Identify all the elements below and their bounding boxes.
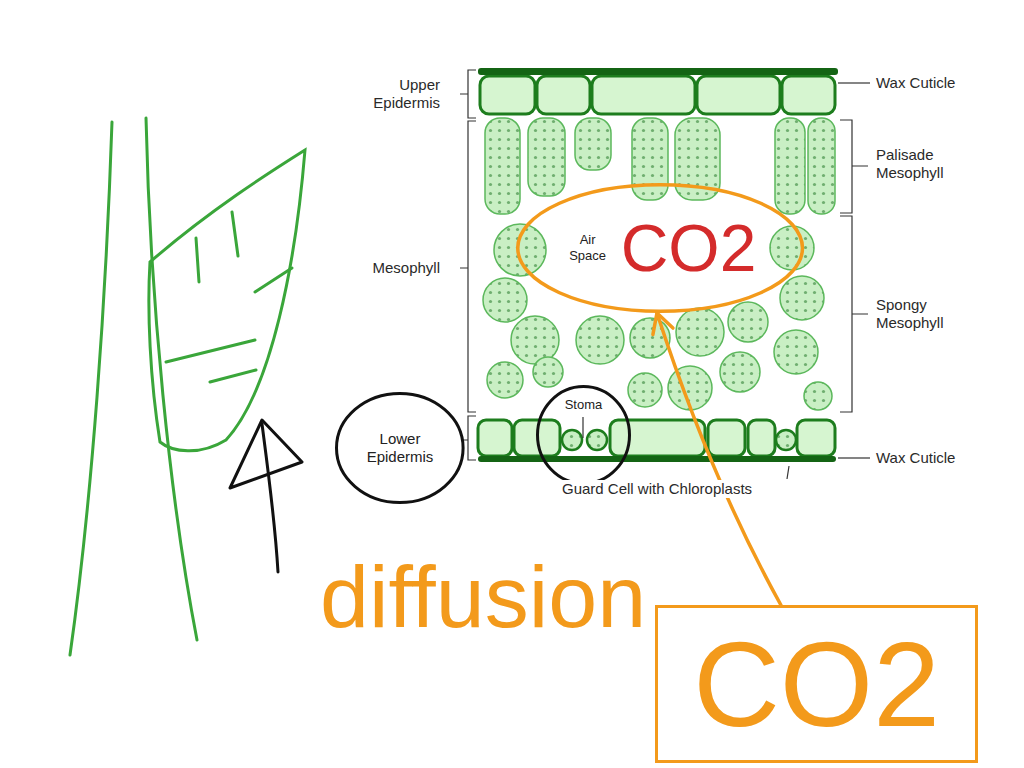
plant-sketch xyxy=(232,212,238,256)
palisade-cells xyxy=(575,118,611,170)
plant-sketch xyxy=(210,370,256,382)
gas-label: CO2 xyxy=(693,618,940,750)
part-label: Wax Cuticle xyxy=(876,74,955,92)
part-label: Lower Epidermis xyxy=(360,430,440,466)
guard-cells xyxy=(776,430,796,450)
node-content: Lower Epidermis xyxy=(335,392,465,504)
brackets xyxy=(460,70,476,118)
palisade-cells xyxy=(775,118,805,214)
brackets xyxy=(840,216,868,412)
region-label: Air Space xyxy=(565,232,611,263)
lower-epidermis xyxy=(478,420,835,456)
spongy-cells xyxy=(804,382,832,410)
spongy-cells xyxy=(780,276,824,320)
pointer-arrow xyxy=(230,420,302,572)
spongy-cells xyxy=(576,316,624,364)
brackets xyxy=(460,70,870,460)
guard-cells xyxy=(562,430,796,450)
upper-epidermis xyxy=(592,76,695,114)
gas-box: CO2 xyxy=(655,605,978,763)
palisade-cells xyxy=(808,118,835,214)
node-outline xyxy=(337,394,464,503)
upper-epidermis xyxy=(697,76,780,114)
palisade-cells xyxy=(632,118,668,200)
wax-cuticle xyxy=(478,456,836,462)
brackets xyxy=(840,120,868,213)
brackets xyxy=(460,121,476,412)
spongy-cells xyxy=(487,362,523,398)
upper-epidermis xyxy=(782,76,835,114)
node-outline xyxy=(518,185,803,312)
plant-sketch xyxy=(255,268,292,292)
part-label: Wax Cuticle xyxy=(876,449,955,467)
plant-sketch xyxy=(70,122,112,655)
spongy-cells xyxy=(494,224,546,276)
pointer-arrow xyxy=(262,424,278,572)
wax-cuticle xyxy=(478,68,838,75)
plant-sketch xyxy=(166,340,255,362)
stoma-circle: Stoma xyxy=(536,385,631,485)
part-label: Stoma xyxy=(565,397,603,413)
plant-sketch xyxy=(149,150,305,451)
palisade-cells xyxy=(528,118,565,196)
part-label: Upper Epidermis xyxy=(360,76,440,112)
palisade-cells xyxy=(485,118,835,214)
plant-sketch xyxy=(70,118,305,655)
part-label: Palisade Mesophyll xyxy=(876,146,971,182)
lower-epidermis xyxy=(748,420,775,456)
spongy-cells xyxy=(676,308,724,356)
guard-cells xyxy=(587,430,607,450)
diffusion-arrow xyxy=(653,313,781,605)
upper-epidermis xyxy=(537,76,590,114)
lower-epidermis xyxy=(478,420,512,456)
leader-lines xyxy=(787,466,789,479)
spongy-cells xyxy=(533,357,563,387)
lower-epidermis xyxy=(708,420,745,456)
epidermis-circle: Lower Epidermis xyxy=(335,392,465,504)
brackets xyxy=(838,82,870,83)
part-label: Spongy Mesophyll xyxy=(876,296,971,332)
spongy-cells xyxy=(728,302,768,342)
spongy-cells xyxy=(628,373,662,407)
lower-epidermis xyxy=(610,420,705,456)
node-content: CO2 xyxy=(658,608,975,760)
upper-epidermis xyxy=(480,76,535,114)
pointer-arrow xyxy=(230,420,302,488)
brackets xyxy=(463,416,476,460)
spongy-cells xyxy=(774,330,818,374)
brackets xyxy=(838,457,870,458)
air-space-ellipse: Air Space CO2 xyxy=(516,183,804,313)
arrow-head xyxy=(653,313,673,335)
leader-lines xyxy=(582,417,583,438)
plant-sketch xyxy=(196,238,199,282)
node-content: Air Space CO2 xyxy=(516,183,804,313)
part-label: Guard Cell with Chloroplasts xyxy=(560,480,754,498)
edge-label: diffusion xyxy=(320,553,646,641)
guard-cells xyxy=(562,430,582,450)
spongy-cells xyxy=(483,278,527,322)
upper-epidermis xyxy=(480,76,835,114)
spongy-cells xyxy=(770,226,814,270)
part-label: Mesophyll xyxy=(360,259,440,277)
node-content: Stoma xyxy=(536,385,631,485)
lower-epidermis xyxy=(797,420,835,456)
palisade-cells xyxy=(485,118,520,214)
connector-line xyxy=(657,313,781,605)
gas-label: CO2 xyxy=(621,212,757,285)
node-outline xyxy=(538,387,630,484)
spongy-cells xyxy=(720,352,760,392)
